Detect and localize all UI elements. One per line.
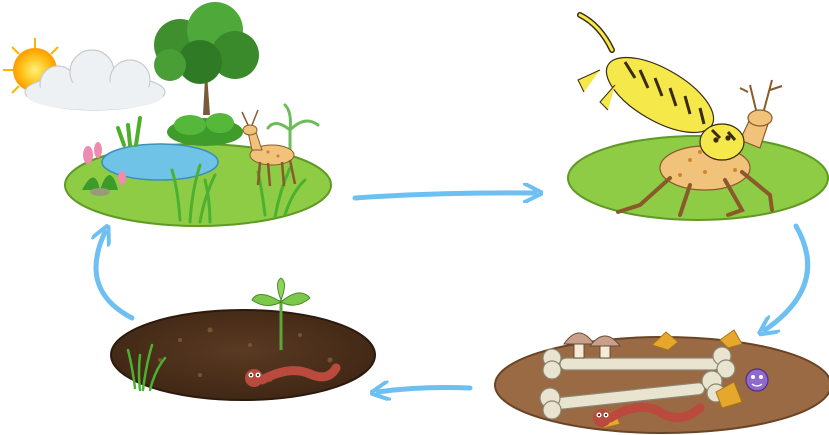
cycle-arrows — [96, 193, 811, 393]
tree-icon — [154, 2, 259, 115]
stage-soil-regrowth — [110, 277, 376, 401]
soil-worm-icon — [245, 363, 341, 387]
bush-icon — [167, 113, 243, 146]
worm-icon — [593, 402, 705, 427]
arrow-predation-to-decomposition — [765, 223, 811, 330]
microbe-icon — [745, 368, 769, 392]
arrow-decomposition-to-soil — [378, 388, 473, 393]
cloud-icon — [24, 49, 166, 111]
grass-icon — [170, 163, 307, 224]
grass-tuft-icon — [126, 343, 167, 392]
mushroom-icon — [563, 332, 622, 359]
flower-icon — [82, 116, 142, 196]
stage-habitat — [3, 2, 332, 227]
sprout-icon — [251, 277, 311, 350]
pond-icon — [101, 143, 219, 181]
deer-icon — [241, 109, 297, 187]
stage-decomposition — [494, 329, 829, 434]
tiger-icon — [577, 12, 745, 161]
arrow-habitat-to-predation — [352, 193, 535, 198]
stage-predation — [567, 12, 829, 221]
bone-icon — [539, 346, 736, 420]
arrow-soil-to-habitat — [96, 232, 135, 321]
